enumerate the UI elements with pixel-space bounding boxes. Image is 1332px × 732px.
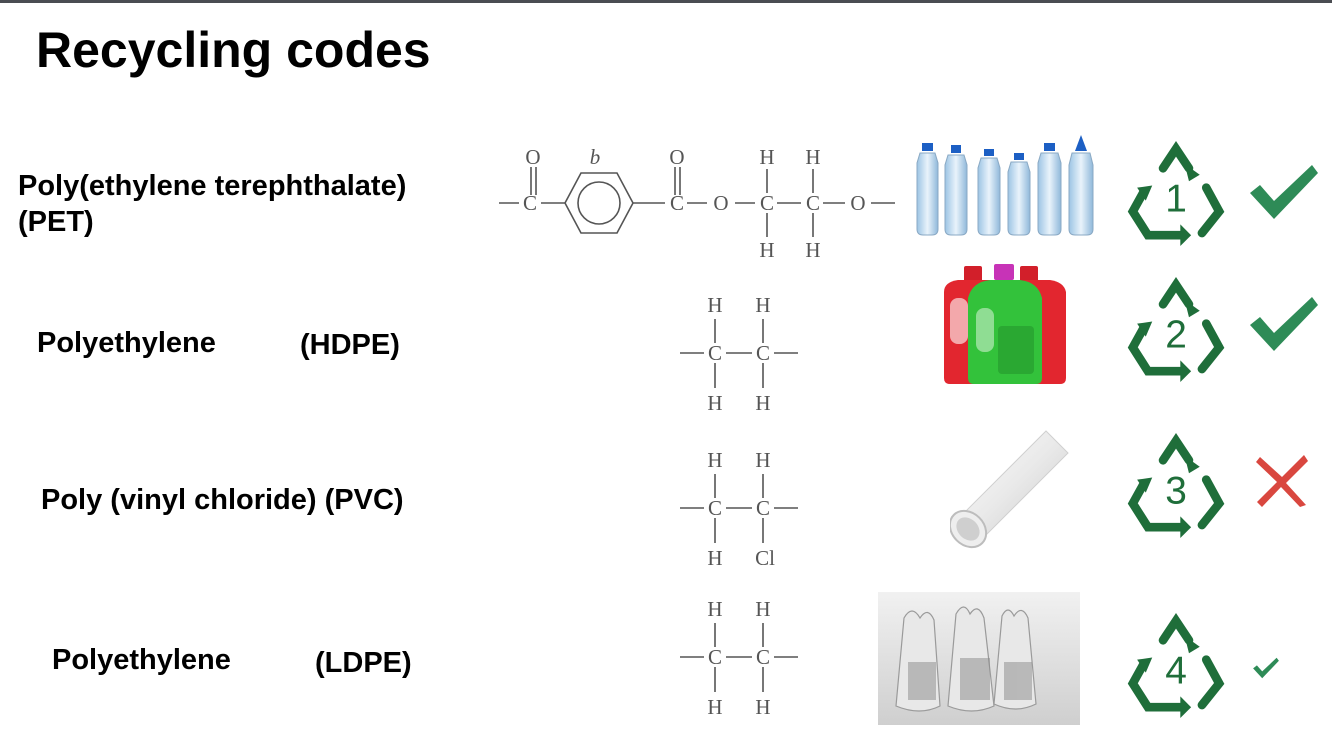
plastic-bottles-image (916, 135, 1094, 236)
polymer-abbr-ldpe: (LDPE) (315, 647, 412, 679)
check-icon (1250, 165, 1318, 219)
detergent-jugs-image (944, 264, 1066, 384)
carbon-label: C (708, 341, 722, 365)
recycle-symbol-2-icon: 2 (1127, 277, 1225, 382)
hydrogen-label: H (805, 238, 820, 262)
polymer-abbr: (PET) (18, 206, 94, 238)
hydrogen-label: H (805, 145, 820, 169)
page-title: Recycling codes (36, 22, 431, 78)
oxygen-label: O (669, 145, 684, 169)
polymer-name: Poly(ethylene terephthalate) (18, 170, 407, 202)
hydrogen-label: H (755, 448, 770, 472)
hydrogen-label: H (755, 597, 770, 621)
pvc-pipe-image (950, 430, 1069, 549)
hydrogen-label: H (707, 695, 722, 719)
pet-structure: O C b O C O H C H H C H O (499, 145, 895, 262)
hydrogen-label: H (707, 391, 722, 415)
cross-icon (1256, 455, 1308, 507)
recycle-code-3: 3 (1165, 469, 1187, 512)
polymer-name-ldpe: Polyethylene (52, 644, 231, 676)
hydrogen-label: H (755, 391, 770, 415)
hydrogen-label: H (759, 238, 774, 262)
hydrogen-label: H (755, 695, 770, 719)
polymer-abbr-hdpe: (HDPE) (300, 329, 400, 361)
pvc-structure: H H C C H Cl (680, 448, 798, 570)
polymer-name: Polyethylene (37, 327, 216, 359)
hydrogen-label: H (707, 546, 722, 570)
oxygen-label: O (525, 145, 540, 169)
hydrogen-label: H (755, 293, 770, 317)
carbon-label: C (670, 191, 684, 215)
carbon-label: C (523, 191, 537, 215)
plastic-bags-image (878, 592, 1080, 725)
polymer-name-pet: Poly(ethylene terephthalate) (PET) (18, 168, 406, 240)
ring-label: b (590, 145, 601, 169)
hydrogen-label: H (707, 293, 722, 317)
hydrogen-label: H (707, 597, 722, 621)
polymer-name-hdpe: Polyethylene (37, 325, 216, 361)
carbon-label: C (806, 191, 820, 215)
oxygen-label: O (850, 191, 865, 215)
recycle-symbol-1-icon: 1 (1127, 141, 1225, 246)
carbon-label: C (708, 645, 722, 669)
hydrogen-label: H (759, 145, 774, 169)
top-border (0, 0, 1332, 3)
chlorine-label: Cl (755, 546, 775, 570)
oxygen-label: O (713, 191, 728, 215)
hdpe-structure: H H C C H H (680, 293, 798, 415)
check-icon (1250, 297, 1318, 351)
ldpe-structure: H H C C H H (680, 597, 798, 719)
recycle-code-2: 2 (1165, 313, 1187, 356)
carbon-label: C (708, 496, 722, 520)
check-icon (1253, 657, 1279, 679)
hydrogen-label: H (707, 448, 722, 472)
recycle-code-1: 1 (1165, 177, 1187, 220)
carbon-label: C (756, 341, 770, 365)
recycle-symbol-4-icon: 4 (1127, 613, 1225, 718)
recycle-code-4: 4 (1165, 649, 1187, 692)
polymer-name-pvc: Poly (vinyl chloride) (PVC) (41, 484, 404, 516)
carbon-label: C (760, 191, 774, 215)
recycle-symbol-3-icon: 3 (1127, 433, 1225, 538)
carbon-label: C (756, 645, 770, 669)
carbon-label: C (756, 496, 770, 520)
